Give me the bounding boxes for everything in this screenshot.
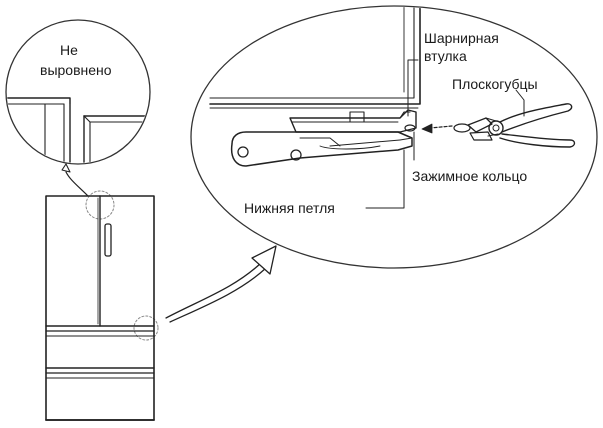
door-bottom <box>209 7 421 109</box>
lower-hinge-label: Нижняя петля <box>244 200 335 216</box>
refrigerator <box>45 195 155 421</box>
pliers <box>453 103 576 148</box>
hinge-bushing-label-line2: втулка <box>424 48 467 64</box>
misalignment-detail-circle <box>5 19 151 165</box>
hinge-detail-ellipse <box>190 5 598 269</box>
lower-hinge-plate <box>230 131 413 167</box>
removal-arrow <box>421 123 453 134</box>
clamp-ring <box>404 124 416 132</box>
not-aligned-label-line2: выровнено <box>40 62 112 78</box>
door-handle <box>104 223 112 257</box>
pointer-arrow-top <box>61 163 89 197</box>
not-aligned-label-line1: Не <box>60 42 78 58</box>
misaligned-door-edges <box>7 97 149 163</box>
pliers-label: Плоскогубцы <box>452 76 538 92</box>
leader-lines <box>365 59 525 209</box>
highlight-hinge-circle <box>133 315 159 341</box>
clamp-ring-label: Зажимное кольцо <box>412 168 528 184</box>
pointer-arrow-hinge <box>165 245 277 323</box>
hinge-sleeve <box>289 109 417 133</box>
hinge-bushing-label-line1: Шарнирная <box>424 30 499 46</box>
